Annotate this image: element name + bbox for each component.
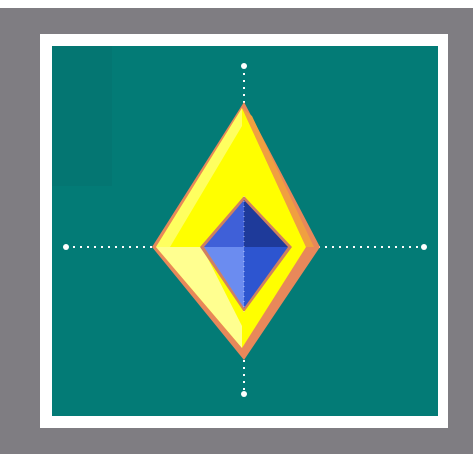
top-strip bbox=[0, 0, 473, 8]
background-shade bbox=[52, 46, 112, 186]
diamond-graphic bbox=[52, 46, 438, 416]
axis-end-bottom bbox=[241, 391, 247, 397]
axis-end-right bbox=[421, 244, 427, 250]
diamond-canvas bbox=[52, 46, 438, 416]
axis-end-top bbox=[241, 63, 247, 69]
axis-end-left bbox=[63, 244, 69, 250]
